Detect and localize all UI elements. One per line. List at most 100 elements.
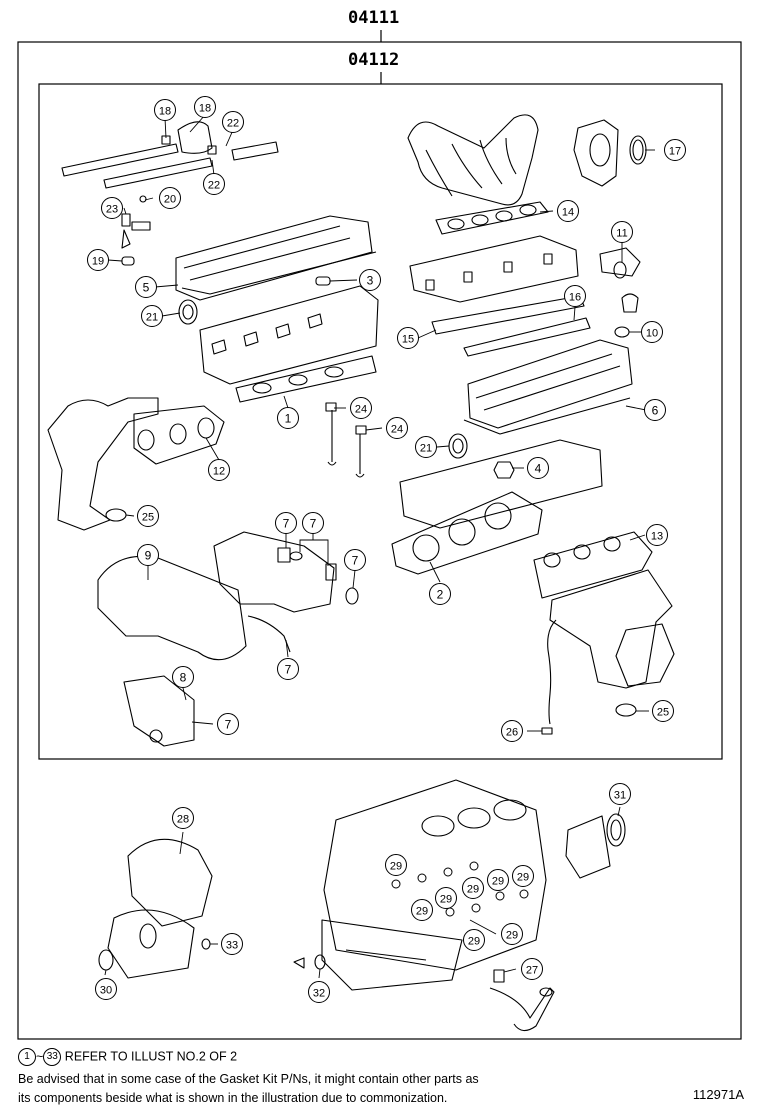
callout-29: 29 (463, 929, 485, 951)
callout-circle (308, 981, 330, 1003)
callout-2: 2 (429, 583, 451, 605)
callout-29: 29 (385, 854, 407, 876)
callout-16: 16 (564, 285, 586, 307)
callout-number: 7 (225, 718, 232, 732)
core-plug-markers (391, 861, 529, 917)
callout-number: 29 (517, 872, 529, 884)
callout-circle (411, 899, 433, 921)
advice-line-1: Be advised that in some case of the Gask… (18, 1072, 479, 1086)
callout-circle (397, 327, 419, 349)
callout-29: 29 (411, 899, 433, 921)
callout-number: 32 (313, 988, 325, 1000)
callout-number: 29 (492, 876, 504, 888)
callout-circle (435, 887, 457, 909)
fuel-rail-parts (61, 121, 279, 266)
timing-chain-cover (98, 838, 213, 979)
engine-block (321, 779, 547, 991)
callout-number: 7 (285, 663, 292, 677)
callout-number: 12 (213, 466, 225, 478)
callout-number: 19 (92, 256, 104, 268)
callout-7: 7 (302, 512, 324, 534)
callout-circle (521, 958, 543, 980)
callout-circle (512, 865, 534, 887)
callout-circle (611, 221, 633, 243)
callout-27: 27 (521, 958, 543, 980)
exhaust-manifold-front (47, 397, 225, 531)
callout-circle (95, 978, 117, 1000)
callout-25: 25 (652, 700, 674, 722)
callout-18: 18 (154, 99, 176, 121)
callout-circle (137, 505, 159, 527)
exhaust-manifold-rear (533, 531, 675, 717)
callout-number: 27 (526, 965, 538, 977)
advice-line-2: its components beside what is shown in t… (18, 1091, 448, 1105)
callout-14: 14 (557, 200, 579, 222)
callout-number: 13 (651, 531, 663, 543)
callout-6: 6 (644, 399, 666, 421)
callout-9: 9 (137, 544, 159, 566)
callout-circle (652, 700, 674, 722)
callout-circle (429, 583, 451, 605)
callout-number: 21 (146, 312, 158, 324)
callout-19: 19 (87, 249, 109, 271)
callout-18: 18 (194, 96, 216, 118)
callout-circle (277, 407, 299, 429)
callout-number: 33 (226, 940, 238, 952)
callout-number: 30 (100, 985, 112, 997)
callout-circle (203, 173, 225, 195)
callout-circle (641, 321, 663, 343)
throttle-body (573, 119, 647, 187)
callout-7: 7 (217, 713, 239, 735)
range-separator: ~ (36, 1049, 44, 1064)
callout-29: 29 (435, 887, 457, 909)
callout-circle (159, 187, 181, 209)
callout-7: 7 (275, 512, 297, 534)
leader-lines (104, 114, 655, 979)
timing-belt-covers (97, 531, 359, 747)
callout-number: 31 (614, 790, 626, 802)
callout-number: 5 (143, 281, 150, 295)
parts-artwork (47, 114, 675, 1032)
callout-circle (664, 139, 686, 161)
callout-29: 29 (462, 877, 484, 899)
callout-number: 7 (310, 517, 317, 531)
callout-number: 28 (177, 814, 189, 826)
cylinder-head-front (199, 285, 379, 403)
inner-kit-frame (38, 83, 723, 760)
callout-circle (302, 512, 324, 534)
callout-31: 31 (609, 783, 631, 805)
callout-circle (359, 269, 381, 291)
callout-circle (609, 783, 631, 805)
callout-12: 12 (208, 459, 230, 481)
callout-number: 18 (199, 103, 211, 115)
callout-circle (222, 111, 244, 133)
callout-5: 5 (135, 276, 157, 298)
callout-number: 25 (142, 512, 154, 524)
callout-number: 22 (208, 180, 220, 192)
callout-29: 29 (501, 923, 523, 945)
reference-note: 1~33 REFER TO ILLUST NO.2 OF 2 (18, 1048, 237, 1066)
callout-number: 21 (420, 443, 432, 455)
callout-17: 17 (664, 139, 686, 161)
callout-circle (221, 933, 243, 955)
callout-24: 24 (386, 417, 408, 439)
callout-circle (277, 658, 299, 680)
callout-22: 22 (222, 111, 244, 133)
callout-circle (87, 249, 109, 271)
callout-15: 15 (397, 327, 419, 349)
callout-number: 7 (352, 554, 359, 568)
callout-3: 3 (359, 269, 381, 291)
callout-29: 29 (512, 865, 534, 887)
callout-21: 21 (141, 305, 163, 327)
callout-circle (487, 869, 509, 891)
callout-10: 10 (641, 321, 663, 343)
callout-number: 15 (402, 334, 414, 346)
intake-manifold-lower (409, 235, 641, 357)
callout-number: 16 (569, 292, 581, 304)
callout-circle (501, 923, 523, 945)
cylinder-head-rear (391, 439, 603, 575)
callout-number: 20 (164, 194, 176, 206)
callout-21: 21 (415, 436, 437, 458)
callout-circle (101, 197, 123, 219)
